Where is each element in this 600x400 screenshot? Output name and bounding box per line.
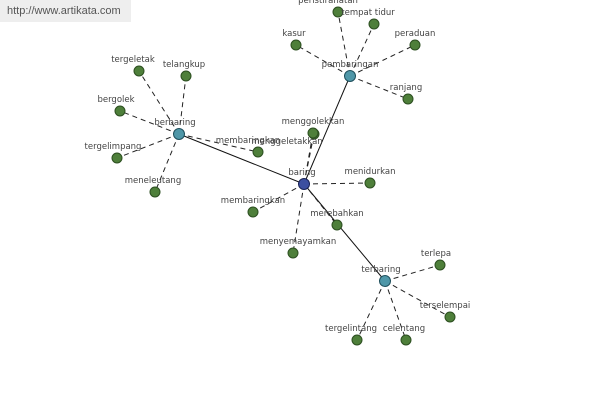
node-tergelimpang[interactable] (111, 152, 123, 164)
node-menggolekkan[interactable] (307, 127, 319, 139)
edge-terbaring-terselempai (384, 280, 451, 318)
node-tergeletak[interactable] (133, 65, 145, 77)
watermark-url: http://www.artikata.com (0, 0, 131, 22)
edge-berbaring-membaringkan_1 (178, 133, 259, 153)
edge-pembaringan-kasur (295, 44, 351, 77)
node-label-membaringkan-1: membaringkan (216, 136, 280, 146)
node-membaringkan-1[interactable] (252, 146, 264, 158)
edge-baring-menyemayamkan (292, 183, 305, 254)
node-label-membaringkan-2: membaringkan (221, 196, 285, 206)
node-peraduan[interactable] (409, 39, 421, 51)
edge-pembaringan-tempat_tidur (349, 23, 375, 77)
edge-baring-menidurkan (303, 182, 371, 185)
node-label-tergeletak: tergeletak (111, 55, 155, 65)
node-label-menyemayamkan: menyemayamkan (260, 237, 337, 247)
node-label-merebahkan: merebahkan (310, 209, 363, 219)
node-pembaringan[interactable] (344, 70, 356, 82)
edge-berbaring-bergolek (119, 110, 180, 135)
node-peristirahatan[interactable] (332, 6, 344, 18)
node-label-telangkup: telangkup (163, 60, 205, 70)
node-label-pembaringan: pembaringan (322, 60, 379, 70)
edge-terbaring-terlepa (384, 264, 441, 282)
edge-baring-berbaring (178, 133, 305, 185)
node-label-menidurkan: menidurkan (345, 167, 396, 177)
node-celentang[interactable] (400, 334, 412, 346)
node-label-meneleutang: meneleutang (125, 176, 181, 186)
node-label-tergelintang: tergelintang (325, 324, 377, 334)
node-tergelintang[interactable] (351, 334, 363, 346)
node-terlepa[interactable] (434, 259, 446, 271)
node-meneleutang[interactable] (149, 186, 161, 198)
node-menyemayamkan[interactable] (287, 247, 299, 259)
node-label-peraduan: peraduan (395, 29, 436, 39)
edge-pembaringan-ranjang (349, 75, 409, 100)
edge-baring-pembaringan (303, 75, 351, 185)
node-label-terselempai: terselempai (420, 301, 471, 311)
edge-berbaring-meneleutang (154, 133, 180, 193)
edge-terbaring-celentang (384, 280, 407, 341)
node-label-berbaring: berbaring (154, 118, 195, 128)
node-label-terbaring: terbaring (361, 265, 400, 275)
label-layer: baring berbaring pembaringan terbaring memba… (85, 0, 471, 334)
edge-berbaring-telangkup (178, 75, 187, 135)
node-tempat-tidur[interactable] (368, 18, 380, 30)
node-label-celentang: celentang (383, 324, 425, 334)
edge-pembaringan-peristirahatan (337, 11, 351, 77)
node-telangkup[interactable] (180, 70, 192, 82)
edge-terbaring-tergelintang (356, 280, 386, 341)
node-layer (111, 6, 456, 346)
node-label-menggeletakkan: menggeletakkan (251, 137, 322, 147)
node-ranjang[interactable] (402, 93, 414, 105)
node-label-tergelimpang: tergelimpang (85, 142, 142, 152)
node-label-kasur: kasur (282, 29, 306, 39)
node-menidurkan[interactable] (364, 177, 376, 189)
node-kasur[interactable] (290, 39, 302, 51)
node-label-tempat-tidur: tempat tidur (341, 8, 395, 18)
node-membaringkan-2[interactable] (247, 206, 259, 218)
node-baring[interactable] (298, 178, 310, 190)
node-terbaring[interactable] (379, 275, 391, 287)
node-label-ranjang: ranjang (390, 83, 422, 93)
node-label-terlepa: terlepa (421, 249, 451, 259)
edge-pembaringan-peraduan (349, 44, 416, 77)
node-label-peristirahatan: peristirahatan (298, 0, 358, 6)
edge-layer (116, 11, 451, 341)
edge-berbaring-tergelimpang (116, 133, 180, 159)
edge-berbaring-tergeletak (138, 70, 180, 135)
node-label-menggolekkan: menggolekkan (282, 117, 345, 127)
node-label-bergolek: bergolek (97, 95, 134, 105)
node-bergolek[interactable] (114, 105, 126, 117)
node-berbaring[interactable] (173, 128, 185, 140)
node-terselempai[interactable] (444, 311, 456, 323)
edge-baring-membaringkan_2 (252, 183, 305, 213)
node-merebahkan[interactable] (331, 219, 343, 231)
node-label-baring: baring (288, 168, 315, 178)
